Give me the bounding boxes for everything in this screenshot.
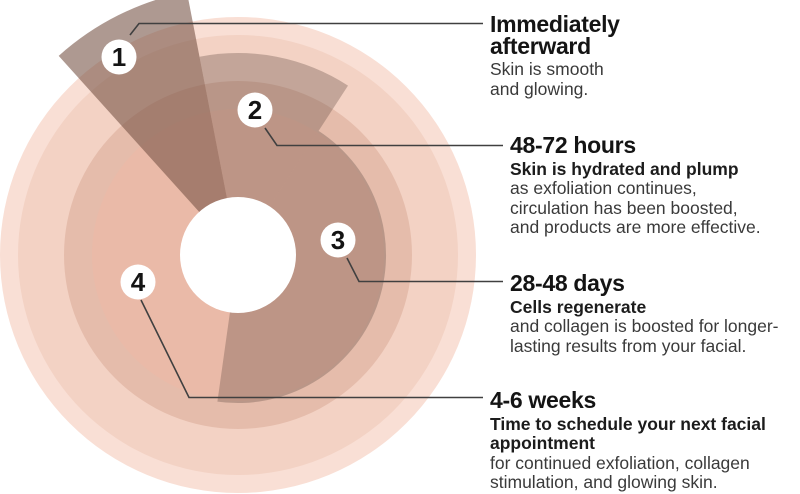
step-2-heading: 48-72 hours [510, 132, 761, 158]
badge-number-4: 4 [131, 267, 146, 297]
badge-number-1: 1 [112, 42, 126, 72]
badge-circle-3 [320, 222, 356, 258]
connector-line-4 [140, 299, 483, 399]
connector-line-3 [346, 257, 503, 283]
step-1-heading-line: Immediately [490, 11, 620, 37]
step-2-heading-line: 48-72 hours [510, 132, 636, 158]
sector-step-3 [217, 130, 387, 404]
step-4-strong-line: appointment [490, 433, 595, 453]
step-4-body: Time to schedule your next facial appoin… [490, 413, 766, 493]
connector-line-2 [264, 127, 503, 147]
step-2-text: 48-72 hours Skin is hydrated and plump a… [510, 132, 761, 238]
step-4-text: 4-6 weeks Time to schedule your next fac… [490, 387, 766, 493]
connector-line-1 [129, 22, 483, 36]
step-2-body: Skin is hydrated and plump as exfoliatio… [510, 158, 761, 238]
step-4-body-line: stimulation, and glowing skin. [490, 472, 718, 492]
step-4-heading: 4-6 weeks [490, 387, 766, 413]
step-3-body-line: lasting results from your facial. [510, 335, 747, 356]
step-2-body-line: as exfoliation continues, [510, 178, 697, 198]
step-1-body-line: and glowing. [490, 78, 589, 99]
step-2-body-line: and products are more effective. [510, 217, 761, 237]
step-badge-1: 1 [101, 39, 137, 75]
step-badge-4: 4 [120, 264, 156, 300]
step-badge-3: 3 [320, 222, 356, 258]
step-1-heading: Immediately afterward [490, 11, 620, 59]
step-badge-2: 2 [237, 92, 273, 128]
badge-circle-1 [101, 39, 137, 75]
badge-number-3: 3 [331, 225, 345, 255]
step-3-heading: 28-48 days [510, 270, 779, 296]
step-3-text: 28-48 days Cells regenerate and collagen… [510, 270, 779, 357]
step-4-body-line: for continued exfoliation, collagen [490, 452, 750, 473]
step-1-heading-line: afterward [490, 32, 591, 59]
step-2-strong-line: Skin is hydrated and plump [510, 158, 739, 179]
step-1-text: Immediately afterward Skin is smooth and… [490, 11, 620, 99]
step-4-heading-line: 4-6 weeks [490, 387, 596, 413]
step-1-body: Skin is smooth and glowing. [490, 59, 620, 99]
badge-circle-4 [120, 264, 156, 300]
badge-number-2: 2 [248, 95, 262, 125]
step-1-body-line: Skin is smooth [490, 59, 604, 79]
step-4-strong-line: Time to schedule your next facial [490, 413, 766, 434]
badge-circle-2 [237, 92, 273, 128]
center-hole [180, 197, 296, 313]
step-3-body: Cells regenerate and collagen is boosted… [510, 296, 779, 357]
step-3-body-line: and collagen is boosted for longer- [510, 316, 779, 336]
step-2-body-line: circulation has been boosted, [510, 197, 738, 218]
step-3-heading-line: 28-48 days [510, 270, 625, 296]
step-3-strong-line: Cells regenerate [510, 296, 647, 317]
